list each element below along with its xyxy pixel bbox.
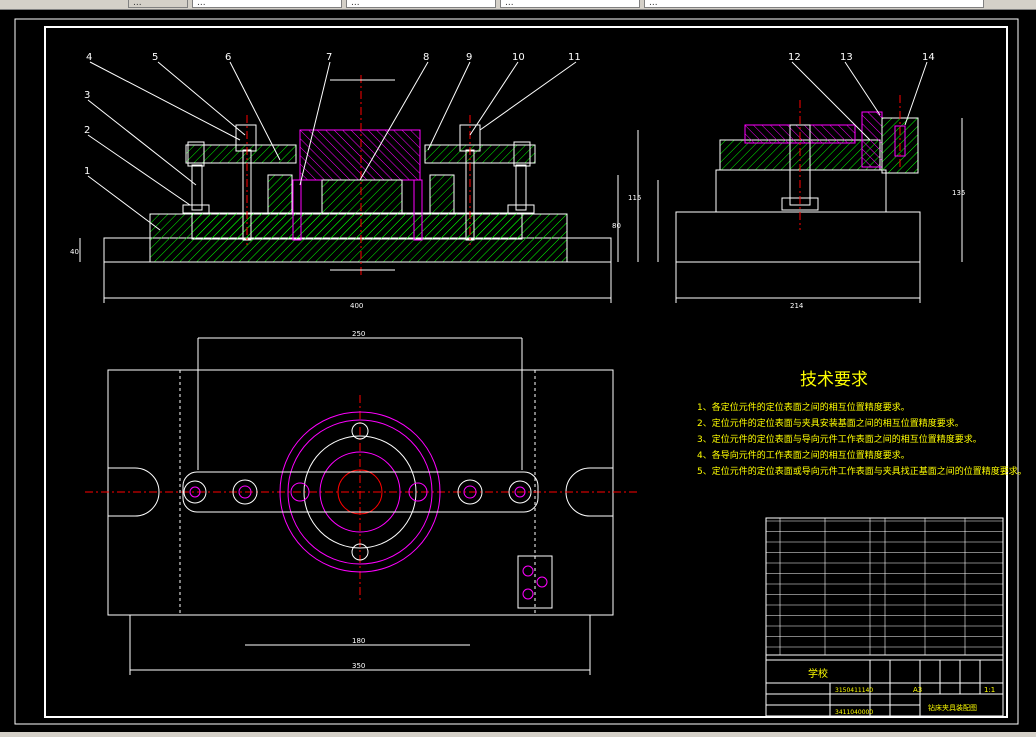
sheet-size: A3: [913, 686, 922, 694]
top-view: [85, 337, 640, 675]
school-label: 学校: [808, 667, 828, 680]
dim-front-height-c: 40: [70, 248, 79, 256]
part-label-13: 13: [840, 52, 853, 63]
tab-label: ...: [505, 0, 514, 8]
part-label-9: 9: [466, 52, 472, 63]
dim-front-width: 400: [350, 302, 363, 310]
tech-item: 3、定位元件的定位表面与导向元件工作表面之间的相互位置精度要求。: [697, 435, 982, 445]
tech-requirements-title: 技术要求: [800, 370, 868, 390]
drawing-canvas[interactable]: 4 5 6 7 8 9 10 11 3 2 1 400 115 80 40 12…: [0, 10, 1036, 732]
title-block: [765, 517, 1004, 717]
student-id-2: 3411040000: [835, 709, 873, 716]
tab-1[interactable]: ...: [192, 0, 342, 8]
cad-drawing: 4 5 6 7 8 9 10 11 3 2 1 400 115 80 40 12…: [14, 18, 1019, 725]
tab-2[interactable]: ...: [346, 0, 496, 8]
part-label-4: 4: [86, 52, 92, 63]
part-label-8: 8: [423, 52, 429, 63]
tab-label: ...: [133, 0, 142, 8]
part-label-1: 1: [84, 166, 90, 177]
front-view: [79, 61, 639, 303]
drawing-name: 钻床夹具装配图: [928, 703, 977, 712]
part-label-12: 12: [788, 52, 801, 63]
tab-4[interactable]: ...: [644, 0, 984, 8]
drawing-scale: 1:1: [984, 686, 995, 694]
status-bar: [0, 732, 1036, 737]
tab-3[interactable]: ...: [500, 0, 640, 8]
dim-front-height-a: 115: [628, 194, 641, 202]
side-view: [657, 61, 963, 303]
outer-frame: [14, 18, 1019, 725]
toolbar-icons[interactable]: ...: [128, 0, 188, 8]
dim-top-bottom: 350: [352, 662, 365, 670]
dim-top-upper: 250: [352, 330, 365, 338]
part-label-7: 7: [326, 52, 332, 63]
part-label-11: 11: [568, 52, 581, 63]
part-label-5: 5: [152, 52, 158, 63]
tech-requirements-list: 1、各定位元件的定位表面之间的相互位置精度要求。 2、定位元件的定位表面与夹具安…: [697, 400, 1027, 480]
part-label-14: 14: [922, 52, 935, 63]
tab-label: ...: [649, 0, 658, 8]
tech-item: 5、定位元件的定位表面或导向元件工作表面与夹具找正基面之间的位置精度要求。: [697, 467, 1027, 477]
inner-frame: [44, 26, 1008, 718]
part-label-3: 3: [84, 90, 90, 101]
tech-item: 1、各定位元件的定位表面之间的相互位置精度要求。: [697, 403, 910, 413]
dim-side-height: 135: [952, 189, 965, 197]
part-label-10: 10: [512, 52, 525, 63]
tech-item: 2、定位元件的定位表面与夹具安装基面之间的相互位置精度要求。: [697, 419, 964, 429]
tab-label: ...: [351, 0, 360, 8]
part-label-2: 2: [84, 125, 90, 136]
tab-label: ...: [197, 0, 206, 8]
dim-side-width: 214: [790, 302, 804, 310]
tech-item: 4、各导向元件的工作表面之间的相互位置精度要求。: [697, 451, 910, 461]
dim-front-height-b: 80: [612, 222, 621, 230]
part-label-6: 6: [225, 52, 231, 63]
student-id: 3150411140: [835, 687, 873, 694]
dim-top-lower: 180: [352, 637, 365, 645]
tab-bar: ... ... ... ... ...: [0, 0, 1036, 10]
